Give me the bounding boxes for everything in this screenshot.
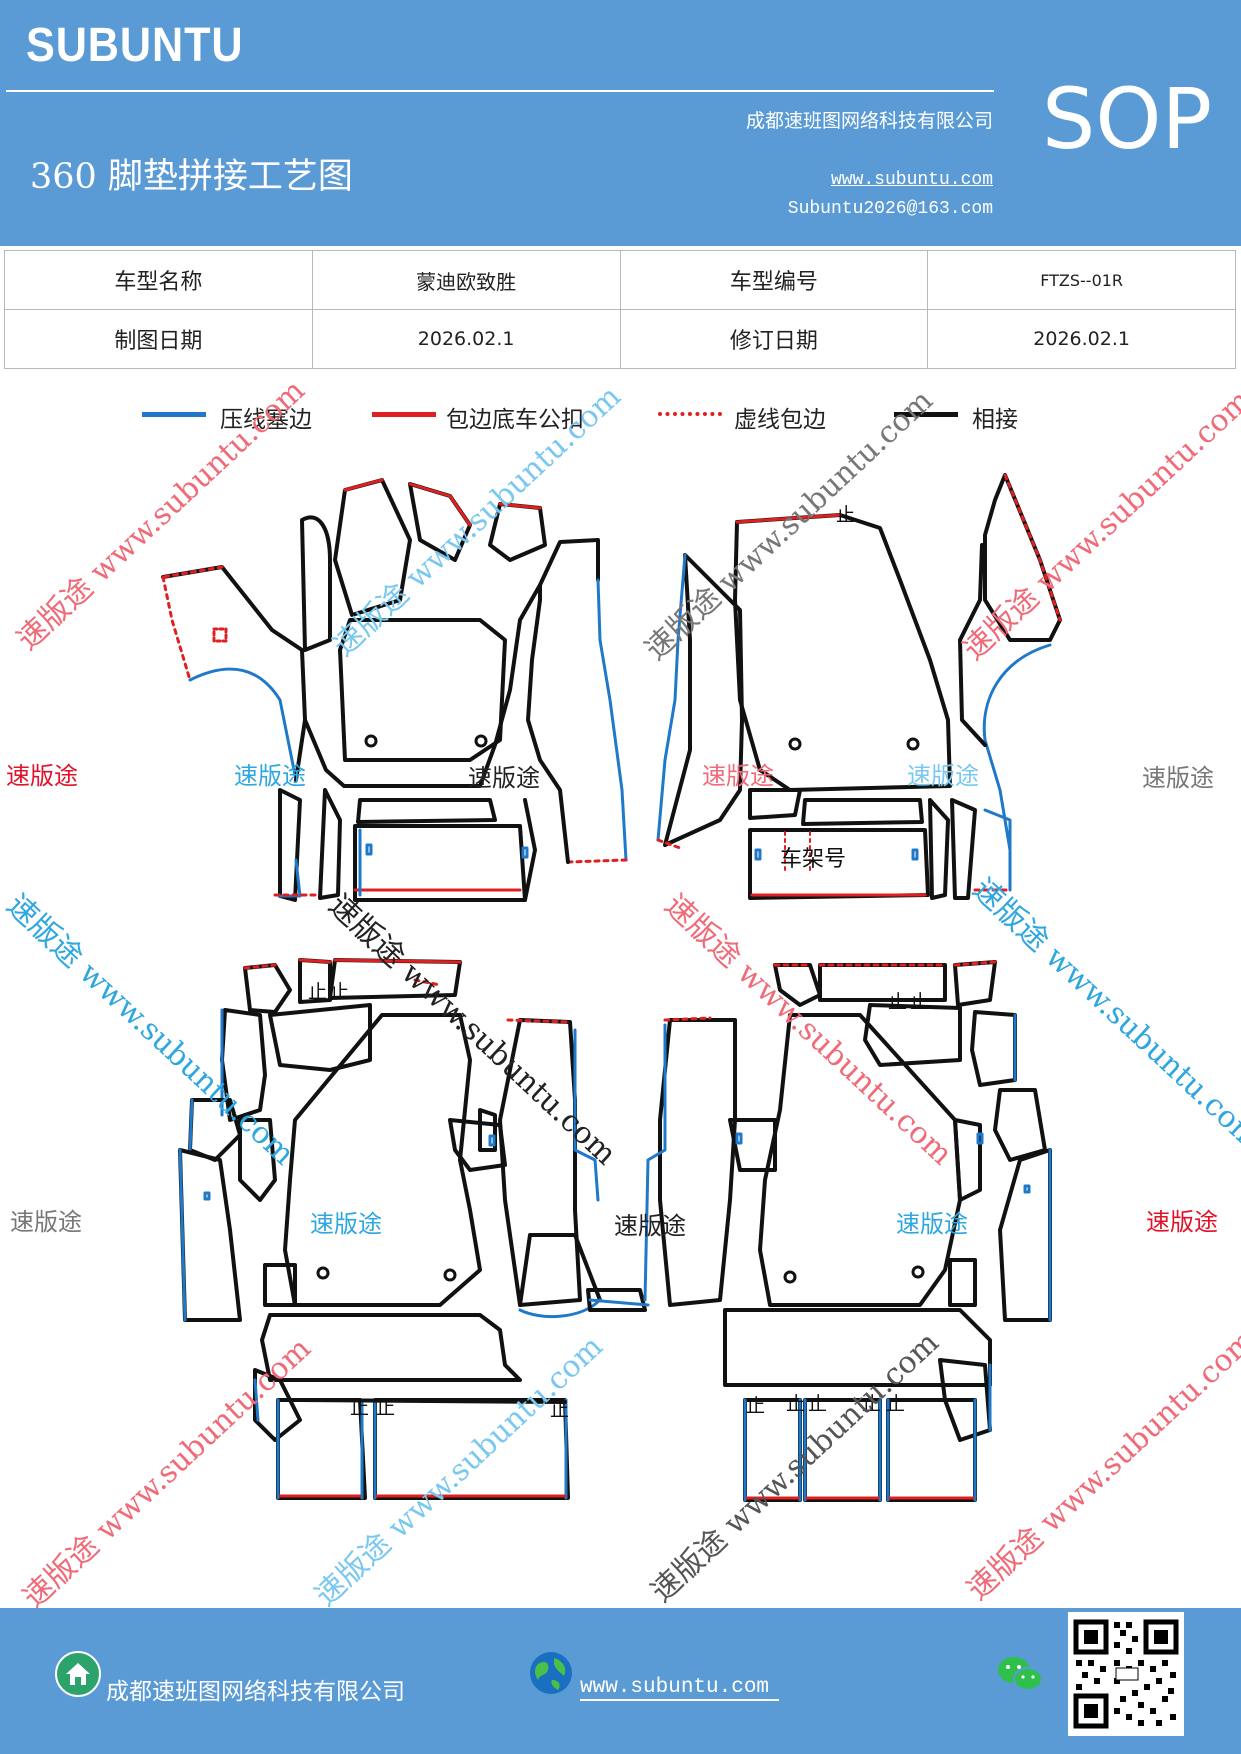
brand-logo: SUBUNTU: [26, 19, 244, 72]
watermark-text: 速版途: [896, 1210, 968, 1238]
header-banner: SUBUNTU 成都速班图网络科技有限公司 360 脚垫拼接工艺图 www.su…: [0, 0, 1241, 246]
stamp-mark: 止: [550, 1399, 569, 1421]
mat-rear-left: [178, 958, 650, 1500]
model-name-label: 车型名称: [4, 250, 313, 310]
globe-icon: [530, 1652, 572, 1694]
watermark-text: 速版途: [6, 762, 78, 790]
frame-number-label: 车架号: [780, 847, 846, 872]
model-name-value: 蒙迪欧致胜: [311, 250, 621, 310]
legend-label: 压线塞边: [220, 407, 312, 433]
legend-label: 相接: [972, 407, 1018, 433]
watermark-text: 速版途: [614, 1212, 686, 1240]
legend-swatch-blue: [142, 412, 206, 417]
watermark-text: 速版途: [1142, 764, 1214, 792]
table-row: 车型名称 蒙迪欧致胜 车型编号 FTZS--01R: [4, 250, 1236, 310]
watermark-text: 速版途: [907, 762, 979, 790]
stamp-mark: 止: [746, 1395, 765, 1417]
qr-code-icon: [1068, 1612, 1184, 1736]
legend-swatch-red: [372, 412, 436, 417]
legend: 压线塞边 包边底车公扣 虚线包边 相接: [0, 400, 1241, 440]
stamp-mark: 止: [910, 991, 929, 1013]
stamp-mark: 止: [376, 1397, 395, 1419]
draw-date-value: 2026.02.1: [311, 309, 621, 369]
model-code-value: FTZS--01R: [927, 250, 1236, 310]
mat-front-left: [161, 478, 628, 902]
footer-company: 成都速班图网络科技有限公司: [106, 1679, 405, 1705]
legend-swatch-black: [894, 412, 958, 417]
stamp-mark: 止: [308, 981, 327, 1003]
model-code-label: 车型编号: [619, 250, 929, 310]
watermark-text: 速版途: [310, 1210, 382, 1238]
header-email[interactable]: Subuntu2026@163.com: [787, 199, 993, 219]
stamp-mark: 止: [808, 1393, 827, 1415]
watermark-text: 速版途: [1146, 1208, 1218, 1236]
wechat-icon[interactable]: [996, 1654, 1044, 1694]
table-row: 制图日期 2026.02.1 修订日期 2026.02.1: [4, 309, 1236, 369]
watermark-text: 速版途: [10, 1208, 82, 1236]
mat-front-right: [656, 473, 1062, 900]
stamp-mark: 止: [786, 1393, 805, 1415]
page-title: 360 脚垫拼接工艺图: [30, 157, 353, 197]
sop-badge: SOP: [1042, 70, 1213, 168]
legend-swatch-red-dotted: [658, 412, 722, 416]
stamp-mark: 止: [350, 1397, 369, 1419]
home-icon: [55, 1651, 101, 1697]
legend-label: 虚线包边: [734, 407, 826, 433]
stamp-mark: 止: [836, 504, 855, 526]
info-table: 车型名称 蒙迪欧致胜 车型编号 FTZS--01R 制图日期 2026.02.1…: [4, 250, 1236, 369]
floor-mat-diagram: 止 止 止 止 止 止 止 止 止 止 止 止 止 车架号: [161, 473, 1062, 1502]
stamp-mark: 止: [886, 1393, 905, 1415]
watermark-text: 速版途: [468, 764, 540, 792]
legend-label: 包边底车公扣: [446, 407, 584, 433]
header-divider: [6, 90, 994, 92]
header-website-link[interactable]: www.subuntu.com: [830, 170, 993, 190]
mat-rear-right: [643, 960, 1052, 1502]
revise-date-value: 2026.02.1: [927, 309, 1236, 369]
revise-date-label: 修订日期: [619, 309, 929, 369]
footer-banner: 成都速班图网络科技有限公司 www.subuntu.com: [0, 1608, 1241, 1754]
watermark-text: 速版途: [234, 762, 306, 790]
header-company: 成都速班图网络科技有限公司: [745, 110, 993, 132]
footer-website-link[interactable]: www.subuntu.com: [580, 1676, 780, 1701]
stamp-mark: 止: [888, 991, 907, 1013]
draw-date-label: 制图日期: [4, 309, 313, 369]
stamp-mark: 止: [862, 1393, 881, 1415]
watermark-text: 速版途: [702, 762, 774, 790]
stamp-mark: 止: [330, 981, 349, 1003]
